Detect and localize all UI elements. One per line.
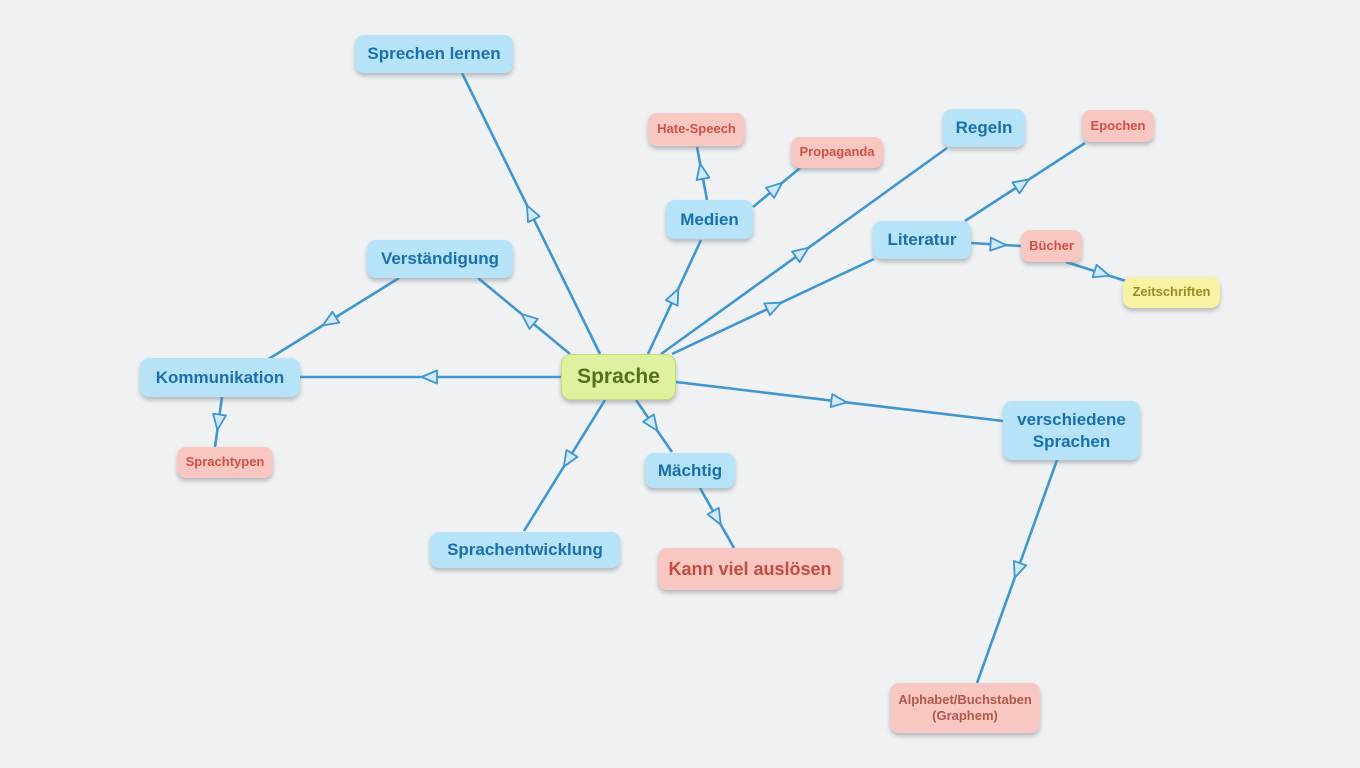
node-maechtig[interactable]: Mächtig — [645, 453, 735, 488]
node-sprechen-lernen[interactable]: Sprechen lernen — [355, 35, 513, 73]
arrowhead-icon — [642, 413, 659, 432]
node-label: Sprachtypen — [185, 454, 265, 470]
node-buecher[interactable]: Bücher — [1021, 230, 1082, 262]
node-propaganda[interactable]: Propaganda — [791, 137, 883, 168]
arrowhead-icon — [1011, 178, 1030, 195]
node-verschiedene-sprachen[interactable]: verschiedene Sprachen — [1003, 401, 1140, 460]
node-verstaendigung[interactable]: Verständigung — [367, 240, 513, 278]
node-epochen[interactable]: Epochen — [1082, 110, 1154, 142]
arrowhead-icon — [420, 369, 438, 385]
arrowhead-icon — [695, 162, 711, 181]
arrowhead-icon — [526, 204, 541, 224]
arrowhead-icon — [212, 412, 227, 431]
arrowhead-icon — [706, 507, 722, 526]
node-label: Literatur — [887, 230, 957, 250]
node-label: Mächtig — [657, 460, 723, 480]
arrowhead-icon — [520, 313, 539, 330]
arrowhead-icon — [765, 182, 783, 199]
node-label: Zeitschriften — [1132, 284, 1211, 300]
node-regeln[interactable]: Regeln — [943, 109, 1025, 147]
node-label: Epochen — [1090, 117, 1146, 133]
node-label: verschiedene Sprachen — [1017, 410, 1126, 451]
arrowhead-icon — [562, 449, 579, 468]
node-kommunikation[interactable]: Kommunikation — [140, 358, 300, 397]
arrowhead-icon — [321, 310, 341, 327]
node-sprache[interactable]: Sprache — [561, 354, 676, 400]
arrowhead-icon — [1091, 263, 1111, 279]
node-sprachentwicklung[interactable]: Sprachentwicklung — [430, 532, 620, 568]
arrowhead-icon — [829, 393, 848, 408]
node-label: Kommunikation — [155, 367, 285, 387]
node-label: Bücher — [1029, 237, 1074, 253]
node-kann-viel-ausloesen[interactable]: Kann viel auslösen — [658, 548, 842, 590]
node-label: Sprachentwicklung — [447, 540, 603, 560]
node-literatur[interactable]: Literatur — [873, 221, 971, 259]
node-hate-speech[interactable]: Hate-Speech — [648, 113, 745, 146]
arrowhead-icon — [664, 287, 680, 307]
node-label: Regeln — [955, 118, 1013, 138]
node-label: Alphabet/Buchstaben (Graphem) — [898, 691, 1032, 723]
arrowhead-icon — [1012, 560, 1028, 579]
node-label: Propaganda — [799, 144, 875, 160]
node-medien[interactable]: Medien — [666, 200, 753, 239]
node-alphabet-buchstaben[interactable]: Alphabet/Buchstaben (Graphem) — [890, 683, 1040, 733]
node-label: Sprechen lernen — [367, 44, 501, 64]
node-zeitschriften[interactable]: Zeitschriften — [1123, 277, 1220, 308]
node-label: Verständigung — [380, 249, 500, 269]
node-label: Sprache — [577, 364, 660, 388]
node-sprachtypen[interactable]: Sprachtypen — [177, 447, 273, 478]
node-label: Kann viel auslösen — [668, 558, 832, 579]
arrowhead-icon — [763, 301, 783, 317]
node-label: Hate-Speech — [657, 121, 736, 137]
node-label: Medien — [680, 209, 739, 229]
arrowhead-icon — [989, 236, 1007, 252]
arrowhead-icon — [791, 246, 810, 264]
